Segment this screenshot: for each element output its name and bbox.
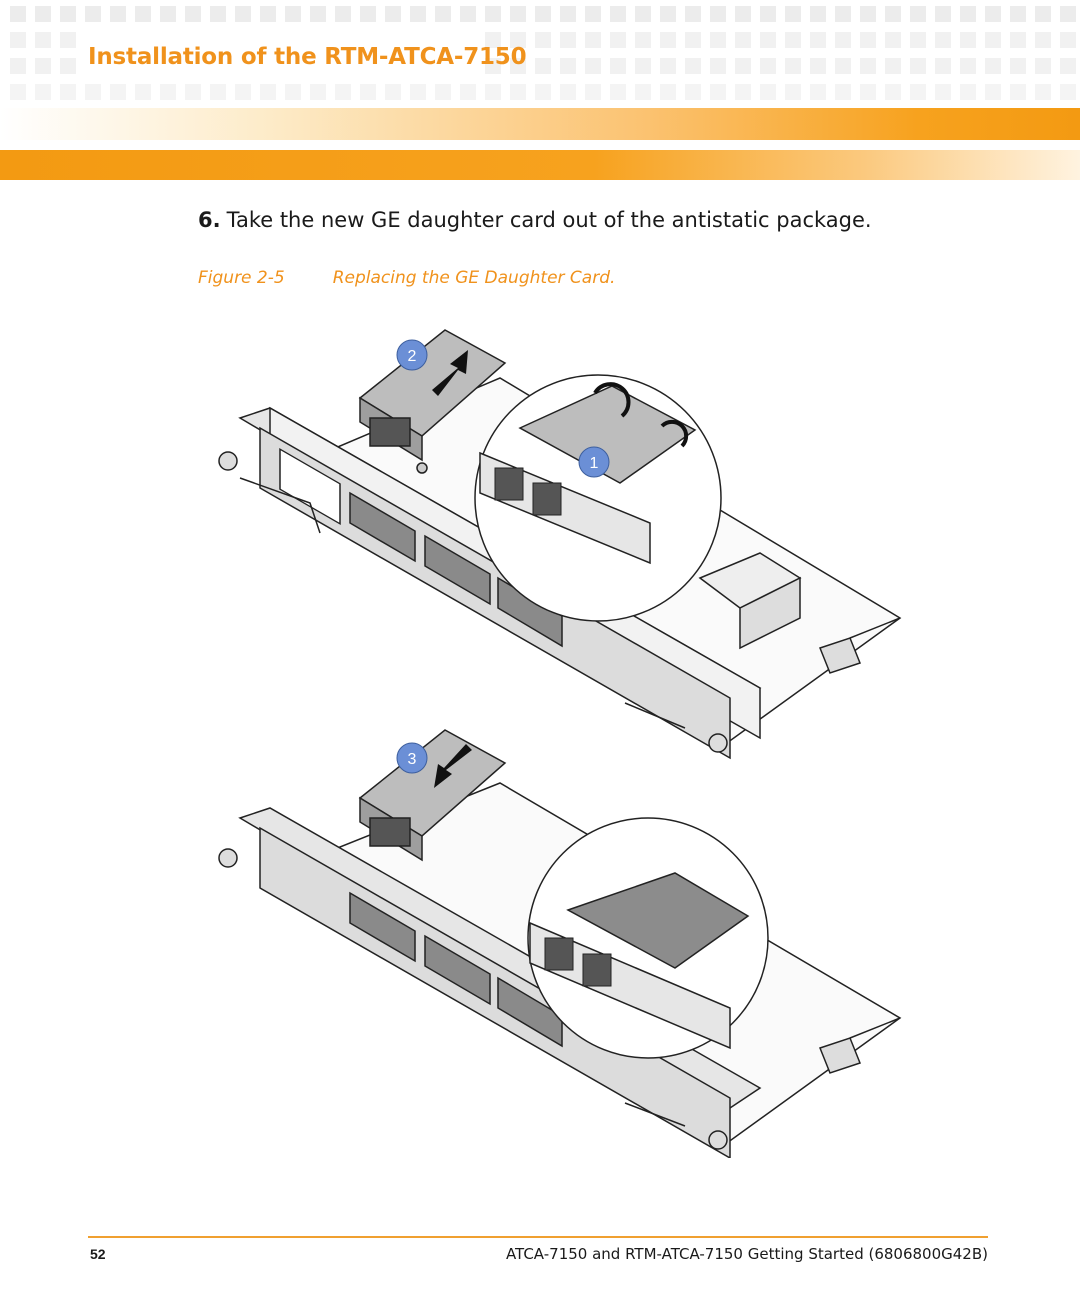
arrow-down-icon bbox=[434, 744, 472, 788]
section-title: Installation of the RTM-ATCA-7150 bbox=[88, 44, 527, 70]
step-6: 6.Take the new GE daughter card out of t… bbox=[198, 208, 872, 232]
callout-3: 3 bbox=[396, 742, 428, 774]
header-accent-band-bottom bbox=[0, 150, 1080, 180]
ge-daughter-card-removed bbox=[358, 329, 507, 474]
ge-daughter-card-new bbox=[358, 729, 507, 862]
step-number: 6. bbox=[198, 208, 221, 232]
callout-2: 2 bbox=[396, 339, 428, 371]
svg-text:2: 2 bbox=[408, 348, 417, 365]
step-text: Take the new GE daughter card out of the… bbox=[226, 208, 872, 232]
svg-text:1: 1 bbox=[590, 455, 599, 472]
svg-text:3: 3 bbox=[408, 751, 417, 768]
daughter-card-illustration: 2 1 3 bbox=[218, 329, 902, 1158]
document-title: ATCA-7150 and RTM-ATCA-7150 Getting Star… bbox=[505, 1245, 988, 1263]
footer-rule bbox=[88, 1236, 988, 1238]
magnified-view-top: 1 bbox=[474, 374, 722, 622]
magnified-view-bottom bbox=[527, 817, 769, 1059]
header-accent-band-top bbox=[0, 108, 1080, 140]
figure-caption: Figure 2-5 Replacing the GE Daughter Card… bbox=[198, 268, 615, 288]
arrow-up-icon bbox=[432, 350, 468, 396]
page-number: 52 bbox=[90, 1246, 106, 1262]
header-square-pattern bbox=[10, 6, 1076, 100]
figure-title: Replacing the GE Daughter Card. bbox=[332, 268, 616, 288]
figure-label: Figure 2-5 bbox=[198, 268, 285, 288]
